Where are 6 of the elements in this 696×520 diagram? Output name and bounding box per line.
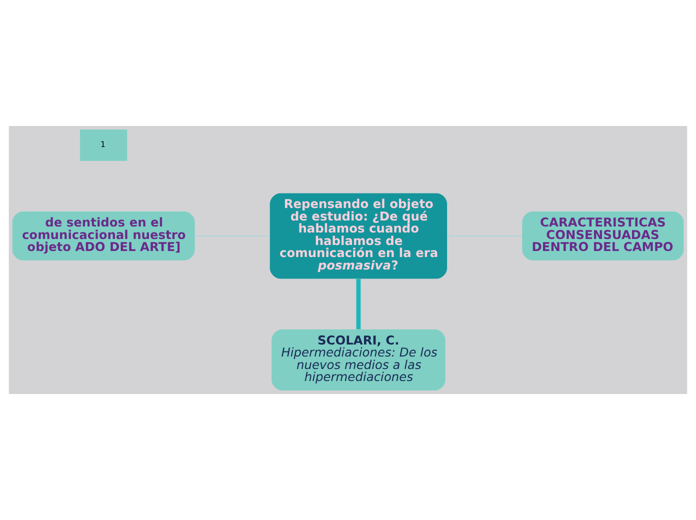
node-box: Repensando el objeto de estudio: ¿De qué hablamos cuando hablamos de comunicación en la era posmasiva? (270, 193, 448, 279)
node-box: CARACTERISTICAS CONSENSUADAS DENTRO DEL CAMPO (522, 212, 684, 260)
label: 1 (100, 140, 106, 150)
node-box: SCOLARI, C. Hipermediaciones: De los nuevos medios a las hipermediaciones (272, 329, 446, 390)
connector (356, 278, 361, 330)
node-box: de sentidos en el comunicacional nuestro objeto ADO DEL ARTE] (12, 212, 195, 260)
